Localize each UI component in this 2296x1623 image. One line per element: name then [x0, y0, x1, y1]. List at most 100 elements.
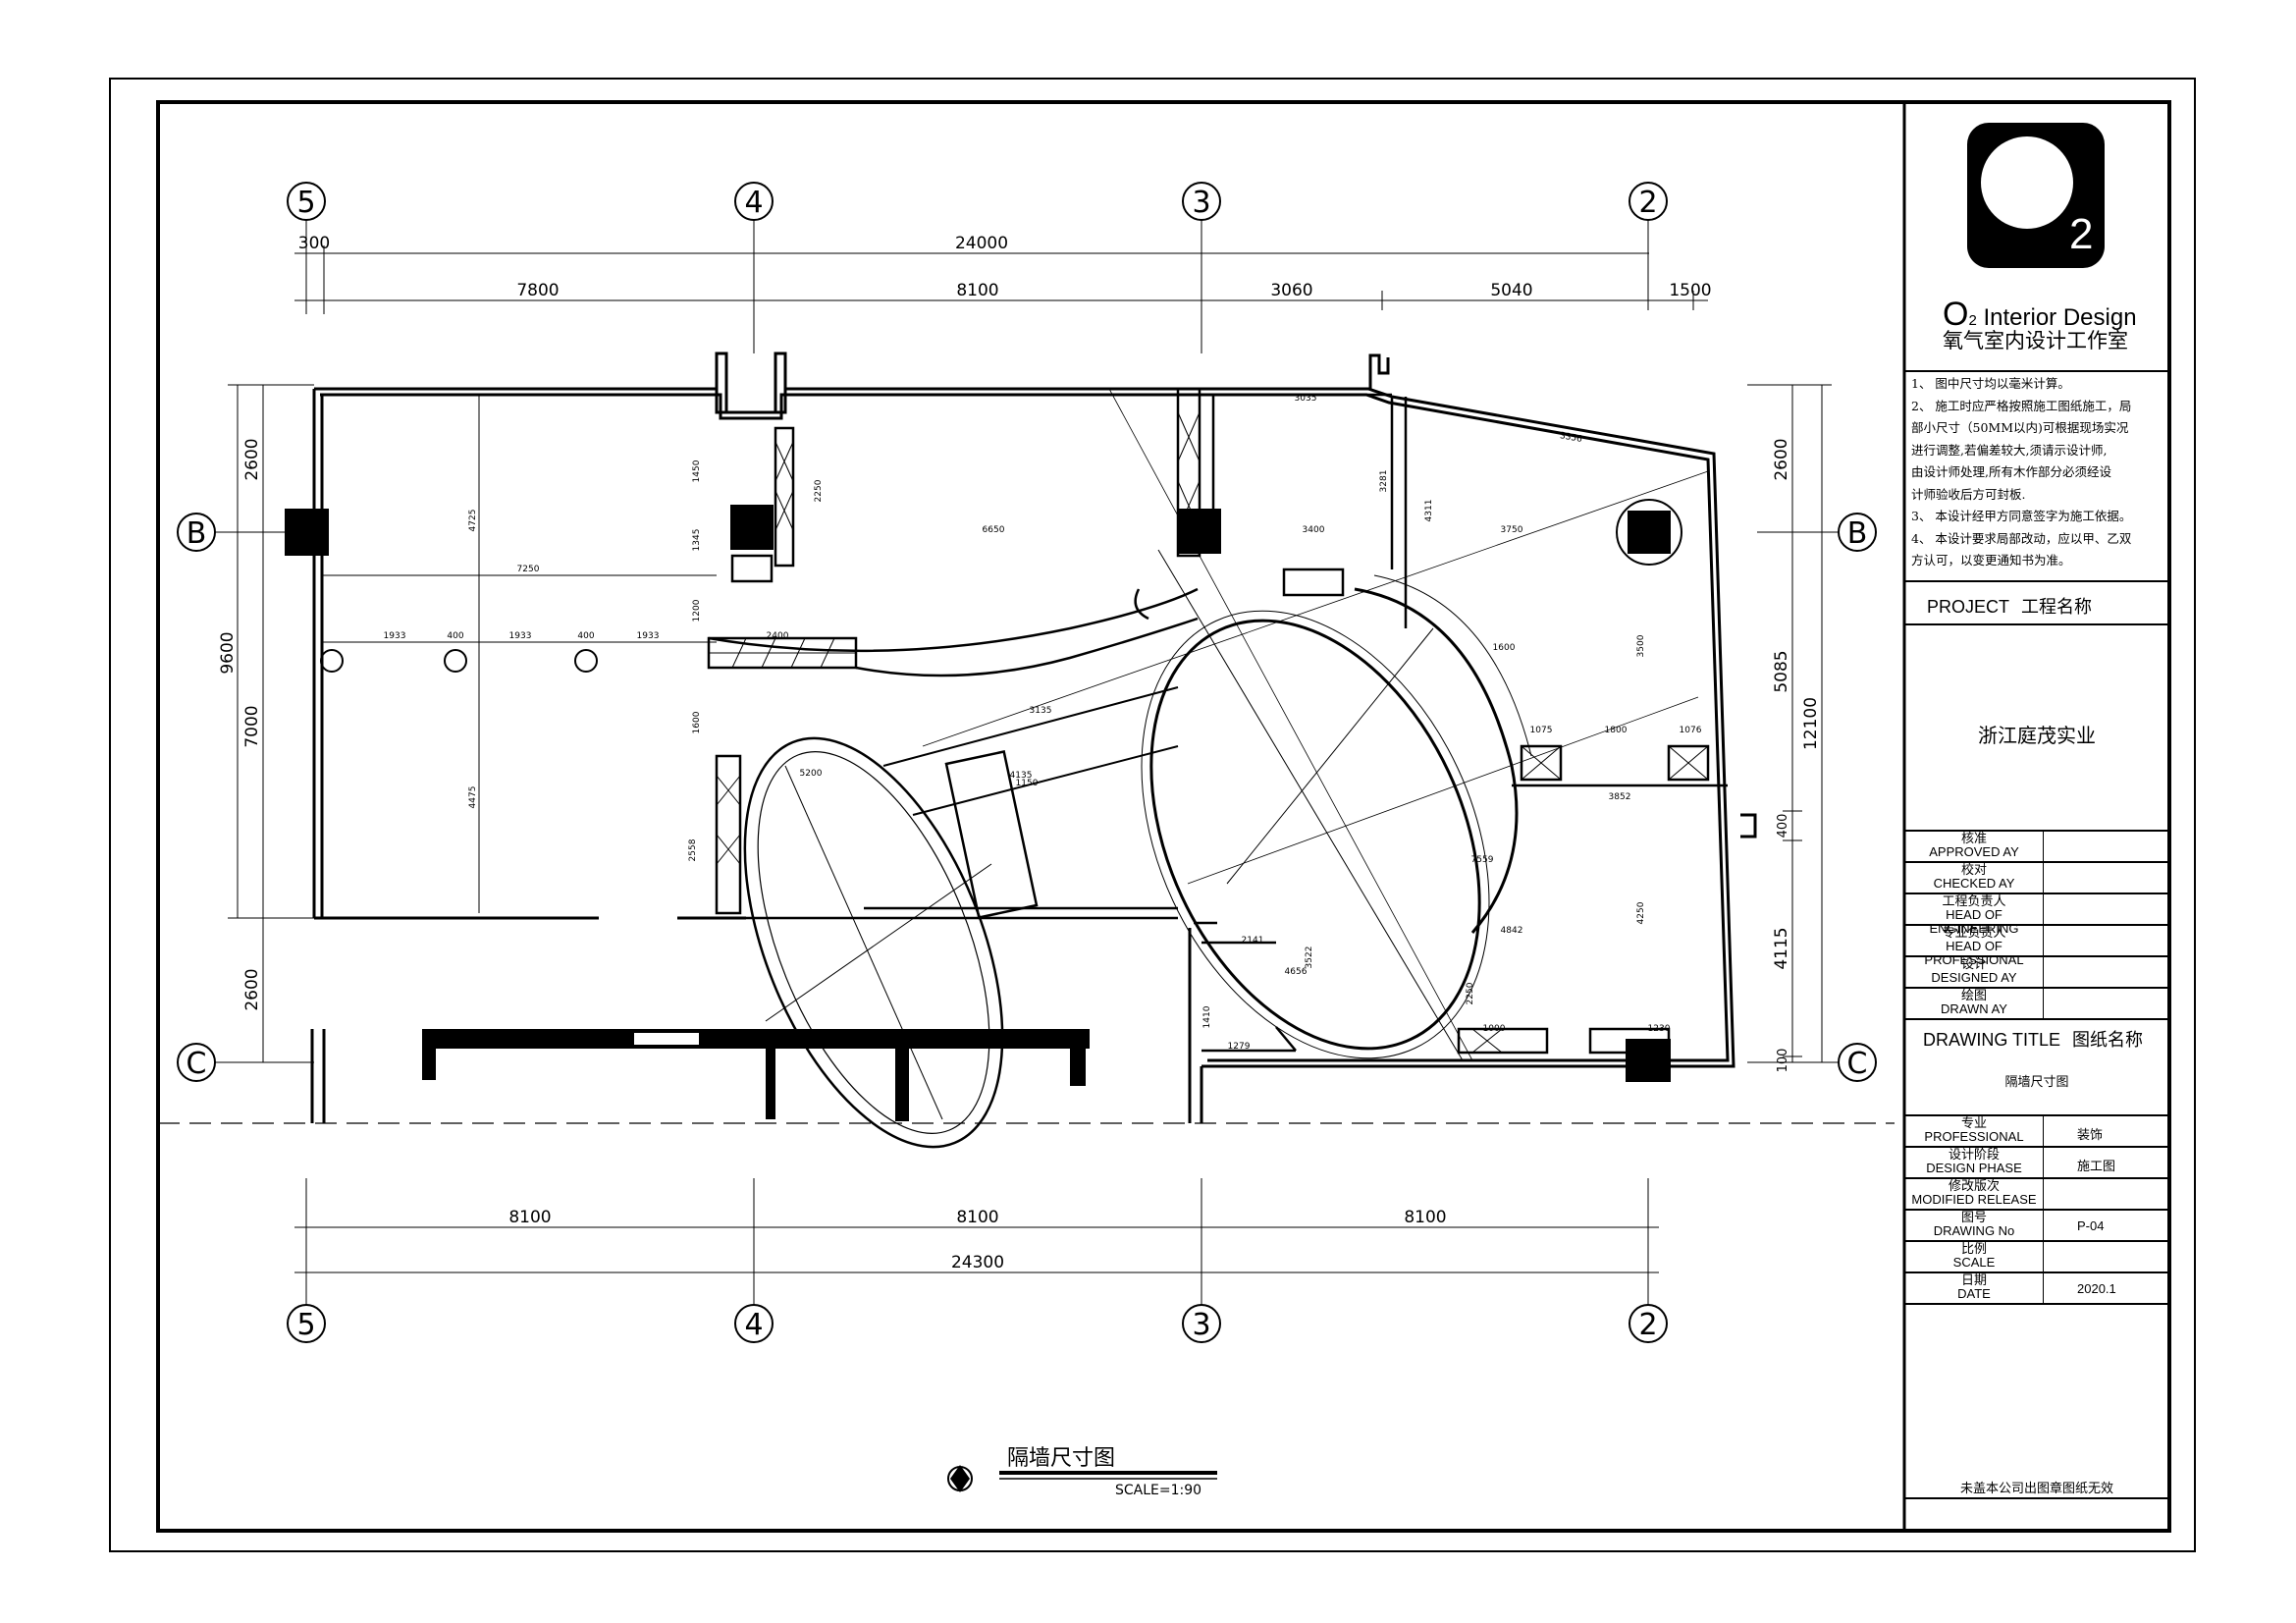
outer-frame: [109, 78, 2196, 1552]
interior-partitions: [677, 387, 1728, 1055]
dim-left-total: 9600: [218, 631, 238, 674]
dim-left-seg-3: 2600: [242, 968, 262, 1010]
svg-text:B: B: [187, 516, 207, 551]
inner-dim: 7559: [1471, 855, 1494, 865]
svg-text:4: 4: [744, 186, 763, 220]
dim-top-seg-2: 8100: [956, 281, 998, 300]
inner-dim: 3356: [1559, 431, 1583, 445]
grid-axis-bubbles: 5 4 3 2 5 4 3 2 B B C C: [177, 182, 1877, 1343]
studio-logo: 2: [1967, 123, 2105, 268]
inner-dim: 1600: [692, 711, 702, 733]
inner-frame: [156, 100, 2171, 1533]
inner-dimension-labels: 6650 3400 3750 7250 1933 1933 1933 400 4…: [384, 394, 1702, 1052]
dim-right-seg-3: 400: [1776, 814, 1790, 839]
axis-bubble-col-3-top: 3: [1182, 182, 1221, 221]
svg-text:B: B: [1847, 516, 1868, 551]
inner-dim: 3400: [1303, 525, 1325, 535]
inner-dim: 1933: [637, 631, 660, 641]
dim-left-seg-1: 2600: [242, 438, 262, 480]
right-dimensions: 2600 5085 400 4115 100 12100: [1747, 384, 1832, 1073]
inner-dim: 2141: [1242, 936, 1264, 946]
drawing-title: 隔墙尺寸图: [1007, 1446, 1115, 1471]
dim-top-seg-3: 3060: [1270, 281, 1312, 300]
inner-dim: 4135: [1010, 771, 1033, 781]
svg-text:3: 3: [1192, 1308, 1210, 1342]
inner-dim: 1000: [1483, 1024, 1506, 1034]
inner-dim: 4475: [468, 786, 478, 809]
inner-dim: 3852: [1609, 792, 1631, 802]
inner-dim: 1933: [384, 631, 406, 641]
studio-name-cn: 氧气室内设计工作室: [1943, 329, 2128, 352]
drawing-number-value: P-04: [2077, 1218, 2105, 1233]
inner-dim: 4842: [1501, 926, 1523, 936]
grid-extension-lines: [215, 220, 1839, 1305]
axis-bubble-col-2-top: 2: [1629, 182, 1668, 221]
axis-bubble-col-4-top: 4: [734, 182, 774, 221]
axis-bubble-row-b-right: B: [1838, 513, 1877, 552]
inner-dim: 2250: [1466, 982, 1475, 1004]
inner-dim: 6650: [983, 525, 1005, 535]
title-block: 2 O2 Interior Design 氧气室内设计工作室 1、 图中尺寸均以…: [1905, 103, 2168, 1532]
inner-dim: 1279: [1228, 1042, 1251, 1052]
date-value: 2020.1: [2077, 1281, 2116, 1296]
drawing-scale: SCALE=1:90: [1115, 1483, 1201, 1498]
svg-text:5: 5: [296, 1308, 315, 1342]
inner-dim: 1230: [1648, 1024, 1671, 1034]
dim-right-seg-1: 2600: [1772, 438, 1791, 480]
bottom-dimensions: 8100 8100 8100 24300: [294, 1208, 1659, 1282]
inner-dim: 3135: [1030, 706, 1052, 716]
general-notes: 1、 图中尺寸均以毫米计算。 2、 施工时应严格按照施工图纸施工，局 部小尺寸（…: [1911, 376, 2132, 568]
dim-bottom-total: 24300: [951, 1253, 1004, 1272]
dim-bottom-seg-1: 8100: [508, 1208, 551, 1227]
svg-text:2: 2: [1638, 1308, 1657, 1342]
design-phase-value: 施工图: [2077, 1159, 2116, 1173]
svg-text:C: C: [187, 1047, 207, 1081]
inner-dim: 5200: [800, 769, 823, 779]
stamp-disclaimer: 未盖本公司出图章图纸无效: [1959, 1482, 2113, 1496]
inner-dim: 1200: [692, 599, 702, 622]
axis-bubble-row-c-left: C: [177, 1043, 216, 1082]
drawing-title-mark: 隔墙尺寸图 SCALE=1:90: [947, 1446, 1217, 1498]
axis-bubble-row-b-left: B: [177, 513, 216, 552]
curved-corridor: [708, 587, 1199, 677]
exterior-walls: [310, 352, 1757, 1123]
svg-text:2: 2: [1638, 186, 1657, 220]
central-ellipse: [1141, 549, 1532, 1061]
inner-dim: 1800: [1605, 726, 1628, 735]
inner-dim: 1450: [692, 460, 702, 482]
inner-dim: 1076: [1680, 726, 1702, 735]
professional-value: 装饰: [2077, 1127, 2104, 1142]
inner-dim: 3035: [1295, 394, 1317, 404]
dim-left-seg-2: 7000: [242, 705, 262, 747]
inner-dim: 1150: [1016, 779, 1039, 788]
svg-text:C: C: [1847, 1047, 1868, 1081]
inner-dim: 4656: [1285, 967, 1308, 977]
axis-bubble-col-4-bottom: 4: [734, 1304, 774, 1343]
inner-dim: 1600: [1493, 643, 1516, 653]
inner-dim: 1345: [692, 529, 702, 552]
inner-dim: 3500: [1636, 634, 1646, 657]
inner-dim: 1933: [509, 631, 532, 641]
stair-ellipse: [743, 686, 1179, 1149]
dim-bottom-seg-2: 8100: [956, 1208, 998, 1227]
inner-dim: 1075: [1530, 726, 1553, 735]
dim-top-total: 24000: [955, 234, 1008, 253]
svg-text:5: 5: [296, 186, 315, 220]
dim-right-seg-5: 100: [1776, 1049, 1790, 1073]
inner-dim: 2558: [688, 839, 698, 861]
inner-dim: 2400: [767, 631, 789, 641]
guide-lines: [922, 388, 1709, 1061]
dim-top-seg-1: 7800: [516, 281, 559, 300]
left-dimensions: 2600 9600 7000 2600: [218, 384, 314, 1063]
dim-right-seg-2: 5085: [1772, 650, 1791, 692]
dim-top-offset: 300: [298, 234, 330, 253]
axis-bubble-col-3-bottom: 3: [1182, 1304, 1221, 1343]
